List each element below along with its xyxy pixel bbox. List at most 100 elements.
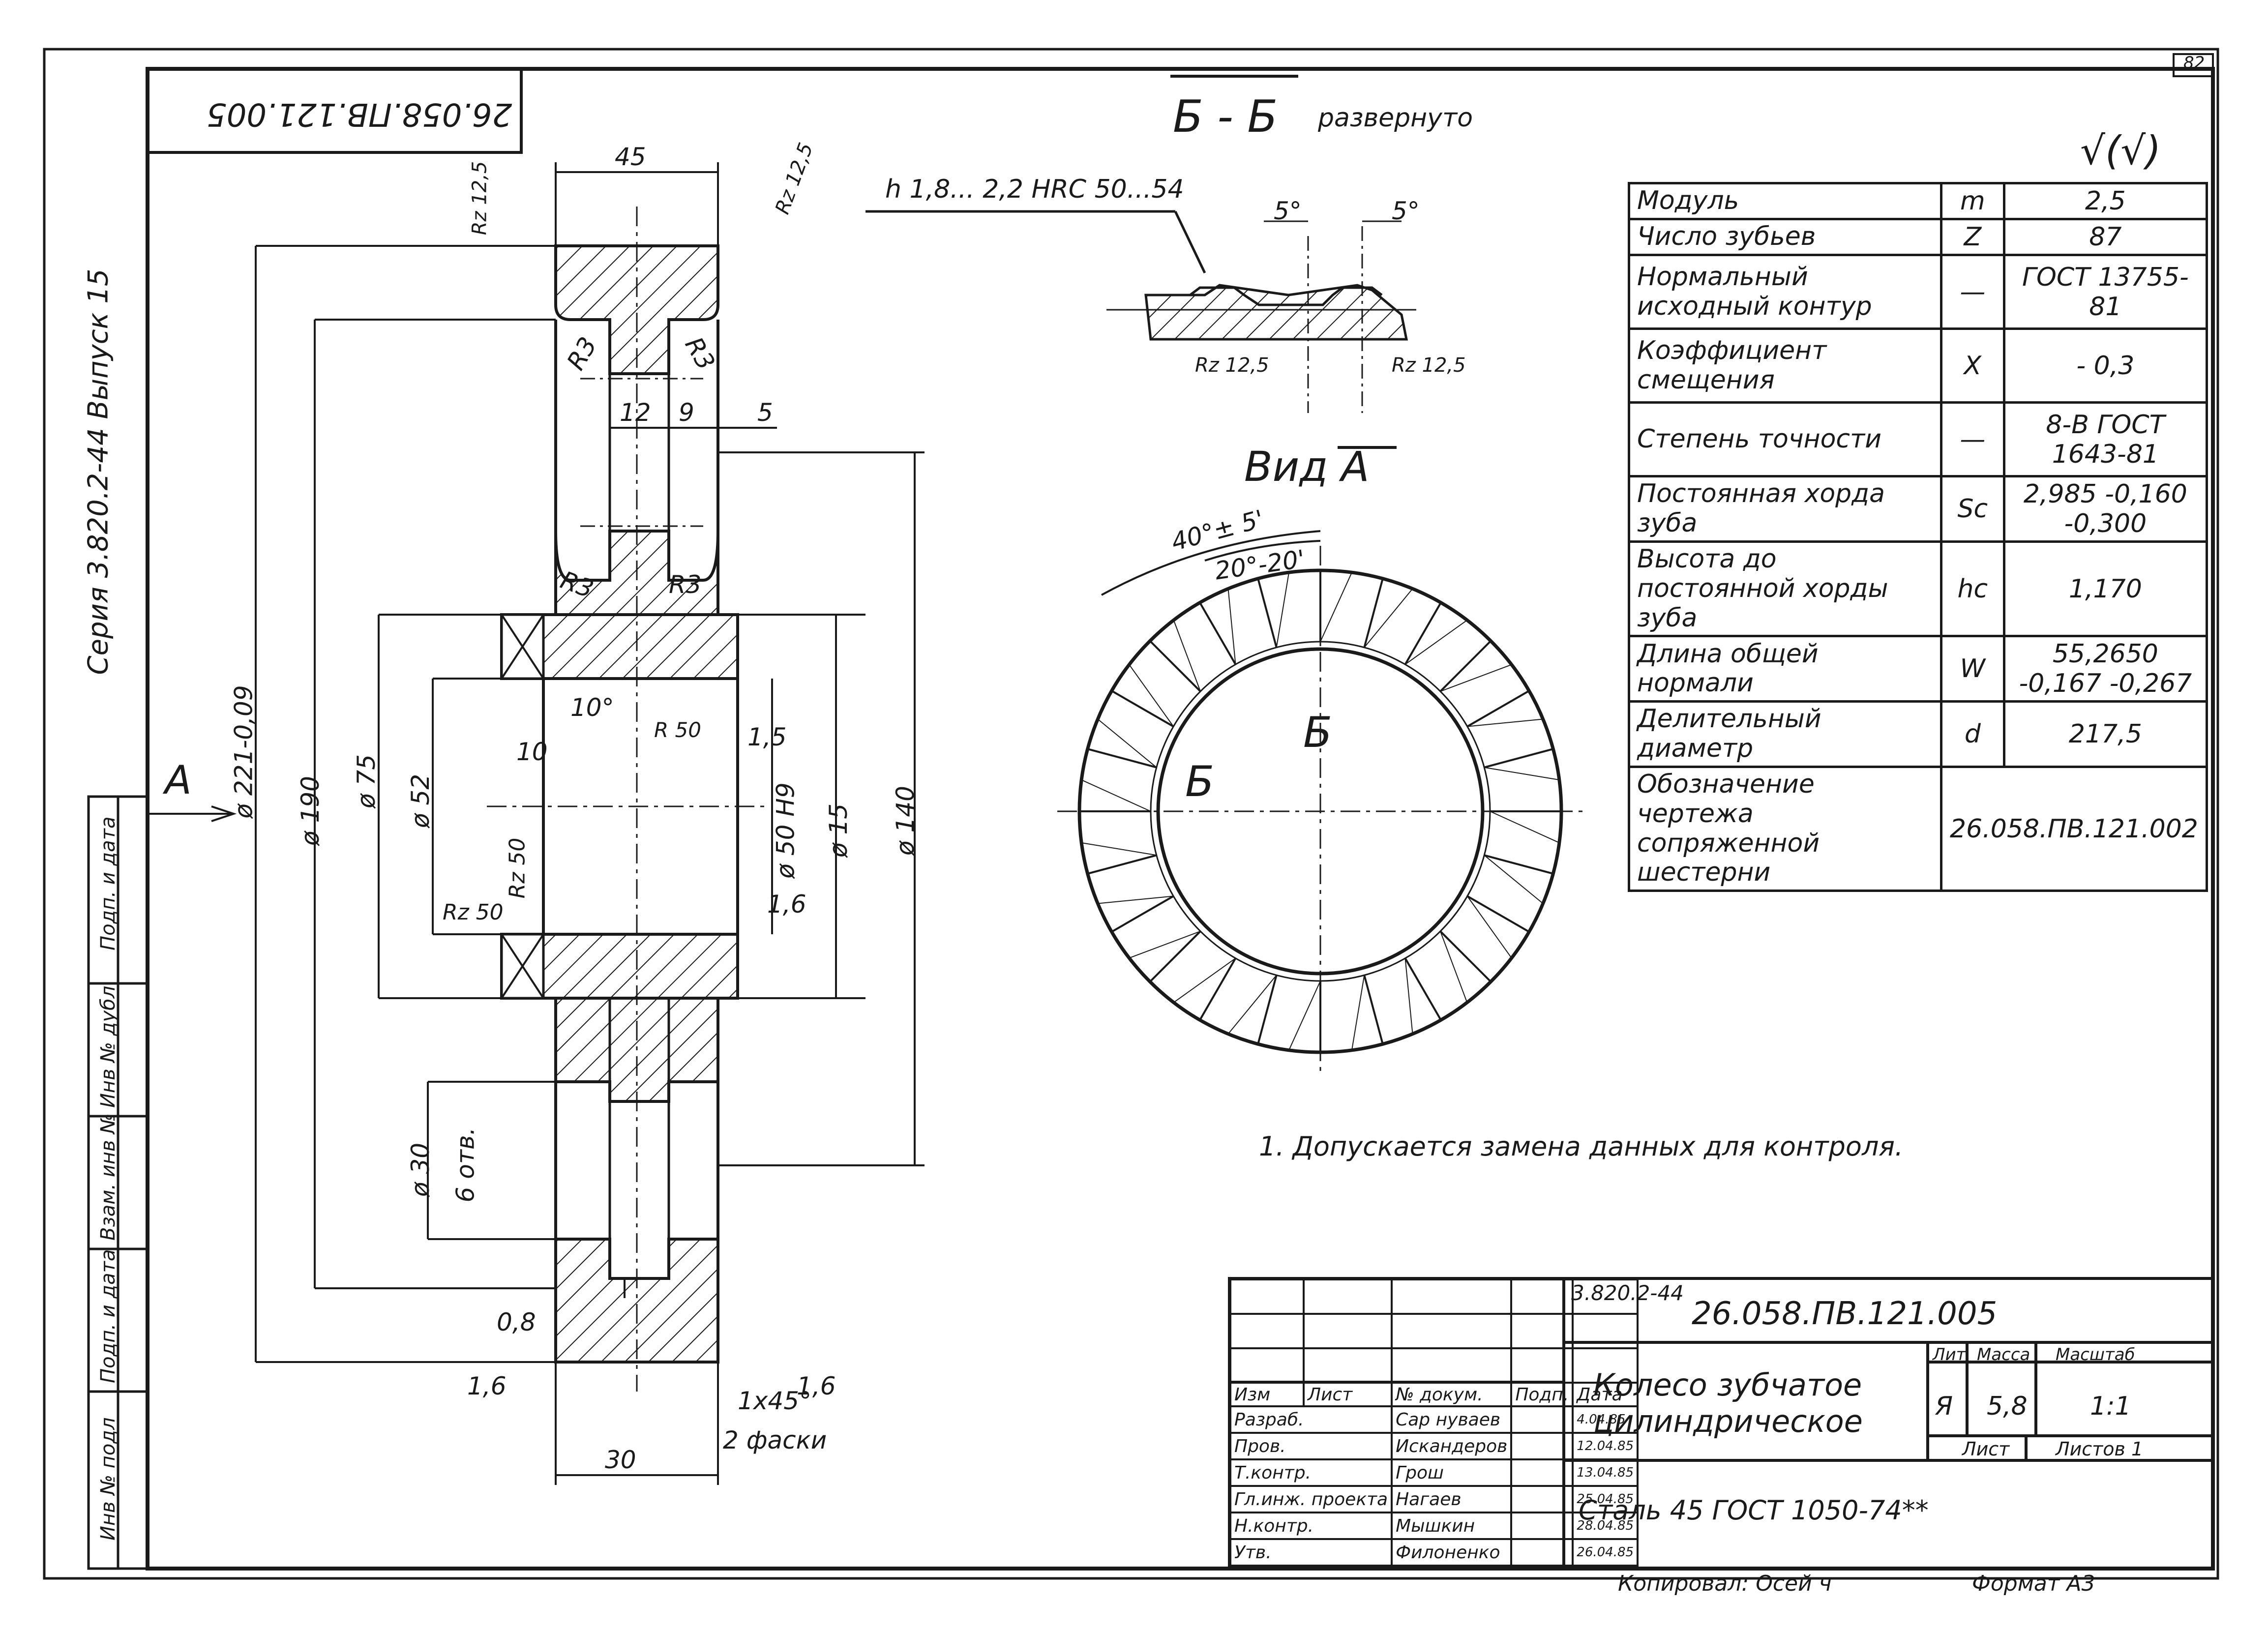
rz-top-left: Rz 12,5 (468, 161, 491, 236)
dim-chamfer: 1х45° (738, 1387, 812, 1415)
outer-frame (43, 48, 2219, 1580)
param-val: 55,2650 -0,167 -0,267 (2002, 635, 2208, 703)
param-sym: W (1940, 635, 2005, 703)
param-sym: X (1940, 327, 2005, 404)
angle-5-left: 5° (1274, 197, 1302, 225)
tooth-division (1363, 578, 1384, 648)
param-sym: Z (1940, 218, 2005, 256)
tooth-hatch (1081, 842, 1157, 856)
approval-date: 12.04.85 (1572, 1432, 1639, 1460)
tooth-hatch (1227, 589, 1236, 665)
format-label: Формат А3 (1972, 1571, 2095, 1596)
mass-value: 5,8 (1987, 1392, 2028, 1421)
tooth-hatch (1364, 588, 1413, 648)
rz-profile-right: Rz 12,5 (1392, 354, 1466, 377)
dim-d75: ø 75 (352, 754, 381, 809)
approval-role: Пров. (1229, 1432, 1393, 1460)
series-label: Серия 3.820.2-44 Выпуск 15 (82, 268, 115, 675)
tooth-division (1111, 690, 1174, 728)
page-corner-number: 82 (2183, 53, 2205, 73)
part-name-text: Колесо зубчатое цилиндрическое (1593, 1367, 1863, 1440)
tooth-hatch (1466, 895, 1512, 958)
dim-w45: 45 (615, 143, 646, 171)
param-row: Степень точности—8-В ГОСТ 1643-81 (1628, 401, 2208, 477)
view-title: Вид А (1244, 443, 1370, 491)
part-name: Колесо зубчатое цилиндрическое (1593, 1367, 1908, 1440)
dim-d52: ø 52 (406, 773, 435, 829)
param-row: Обозначение чертежа сопряженной шестерни… (1628, 765, 2208, 892)
side-stamp-dup: Инв № дубл (97, 985, 119, 1108)
approval-role: Т.контр. (1229, 1458, 1393, 1487)
lit-value: Я (1935, 1392, 1953, 1421)
param-sym: Sc (1940, 475, 2005, 543)
tooth-division (1087, 854, 1157, 875)
approval-row: Пров.Искандеров 12.04.85 (1229, 1432, 1639, 1460)
approval-name: Филоненко (1391, 1538, 1513, 1567)
title-designation: 26.058.ПВ.121.005 (1692, 1296, 1998, 1332)
side-stamp-sign2: Подп. и дата (97, 816, 119, 950)
approval-name: Нагаев (1391, 1485, 1513, 1513)
side-stamp-sign1: Подп. и дата (97, 1249, 119, 1383)
dim-chamfer-count: 2 фаски (723, 1426, 827, 1454)
sheets-label: Листов 1 (2056, 1438, 2144, 1460)
approval-row: Т.контр.Грош 13.04.85 (1229, 1458, 1639, 1487)
tooth-hatch (1467, 718, 1543, 727)
rz-profile-left: Rz 12,5 (1195, 354, 1269, 377)
page-number-box (2173, 53, 2214, 77)
tooth-division (1149, 640, 1201, 692)
approval-date: 25.04.85 (1572, 1485, 1639, 1513)
approval-name: Искандеров (1391, 1432, 1513, 1460)
param-val: 2,5 (2002, 182, 2208, 220)
side-stamp (87, 795, 149, 1570)
ra-bore: 1,6 (767, 890, 806, 919)
approval-signature (1510, 1485, 1574, 1513)
tooth-hatch (1098, 895, 1174, 904)
tooth-division (1087, 748, 1157, 769)
approval-name: Мышкин (1391, 1512, 1513, 1540)
tooth-division (1111, 895, 1174, 933)
tooth-hatch (1129, 931, 1201, 959)
rz-bore-vert: Rz 50 (505, 837, 530, 899)
tooth-hatch (1288, 980, 1321, 1051)
approval-date: 13.04.85 (1572, 1458, 1639, 1487)
tooth-division (1484, 854, 1553, 875)
tooth-division (1439, 930, 1492, 982)
radius-50: R 50 (654, 718, 701, 742)
header-date: Дата (1572, 1382, 1639, 1407)
param-name: Высота до постоянной хорды зуба (1628, 540, 1942, 638)
header-sheet: Лист (1303, 1382, 1393, 1407)
approval-signature (1510, 1458, 1574, 1487)
tooth-division (1363, 975, 1384, 1044)
tooth-hatch (1404, 620, 1467, 665)
chamfer-08: 0,8 (497, 1308, 536, 1336)
approval-role: Н.контр. (1229, 1512, 1393, 1540)
tooth-division (1439, 640, 1492, 692)
tooth-division (1466, 895, 1530, 933)
tooth-hatch (1440, 931, 1468, 1003)
tooth-division (1149, 930, 1201, 982)
tooth-division (1257, 578, 1278, 648)
ra-bottom-right: 1,6 (797, 1372, 836, 1400)
approval-name: Грош (1391, 1458, 1513, 1487)
lit-label: Лит (1933, 1345, 1966, 1364)
param-sym: — (1940, 401, 2005, 477)
copied-by: Копировал: Осей ч (1618, 1571, 1832, 1596)
revision-grid: Изм Лист № докум. Подп. Дата Разраб.Сар … (1229, 1278, 1639, 1567)
top-stamp-box (146, 67, 523, 154)
header-change: Изм (1229, 1382, 1305, 1407)
approval-signature (1510, 1512, 1574, 1540)
tooth-hatch (1484, 767, 1559, 781)
tooth-division (1466, 690, 1530, 728)
param-name: Число зубьев (1628, 218, 1942, 256)
section-mark-left: Б (1185, 757, 1214, 806)
dim-w30: 30 (605, 1446, 636, 1474)
dim-w9: 9 (679, 398, 694, 427)
param-name: Длина общей нормали (1628, 635, 1942, 703)
